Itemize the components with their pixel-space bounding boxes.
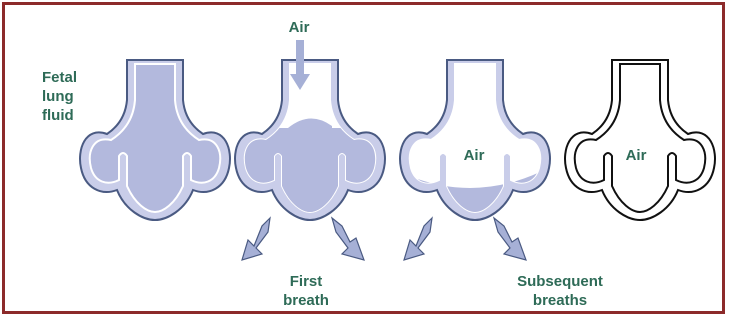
- arrow-subsequent-right: [494, 218, 526, 260]
- alveolus-first-breath: [230, 40, 390, 248]
- arrow-subsequent-left: [404, 218, 432, 260]
- first-breath-label: First breath: [266, 272, 346, 310]
- arrow-first-left: [242, 218, 270, 260]
- fetal-lung-fluid-label: Fetal lung fluid: [42, 68, 77, 125]
- air-label-stage3: Air: [454, 146, 494, 165]
- subsequent-breaths-label: Subsequent breaths: [500, 272, 620, 310]
- alveolus-fetal: [80, 60, 230, 220]
- air-label-stage4: Air: [616, 146, 656, 165]
- fluid-clearance-arrows: [242, 218, 526, 260]
- alveolus-subsequent: [400, 60, 550, 230]
- arrow-first-right: [332, 218, 364, 260]
- alveolus-final: [565, 60, 715, 220]
- air-inflow-label: Air: [279, 18, 319, 37]
